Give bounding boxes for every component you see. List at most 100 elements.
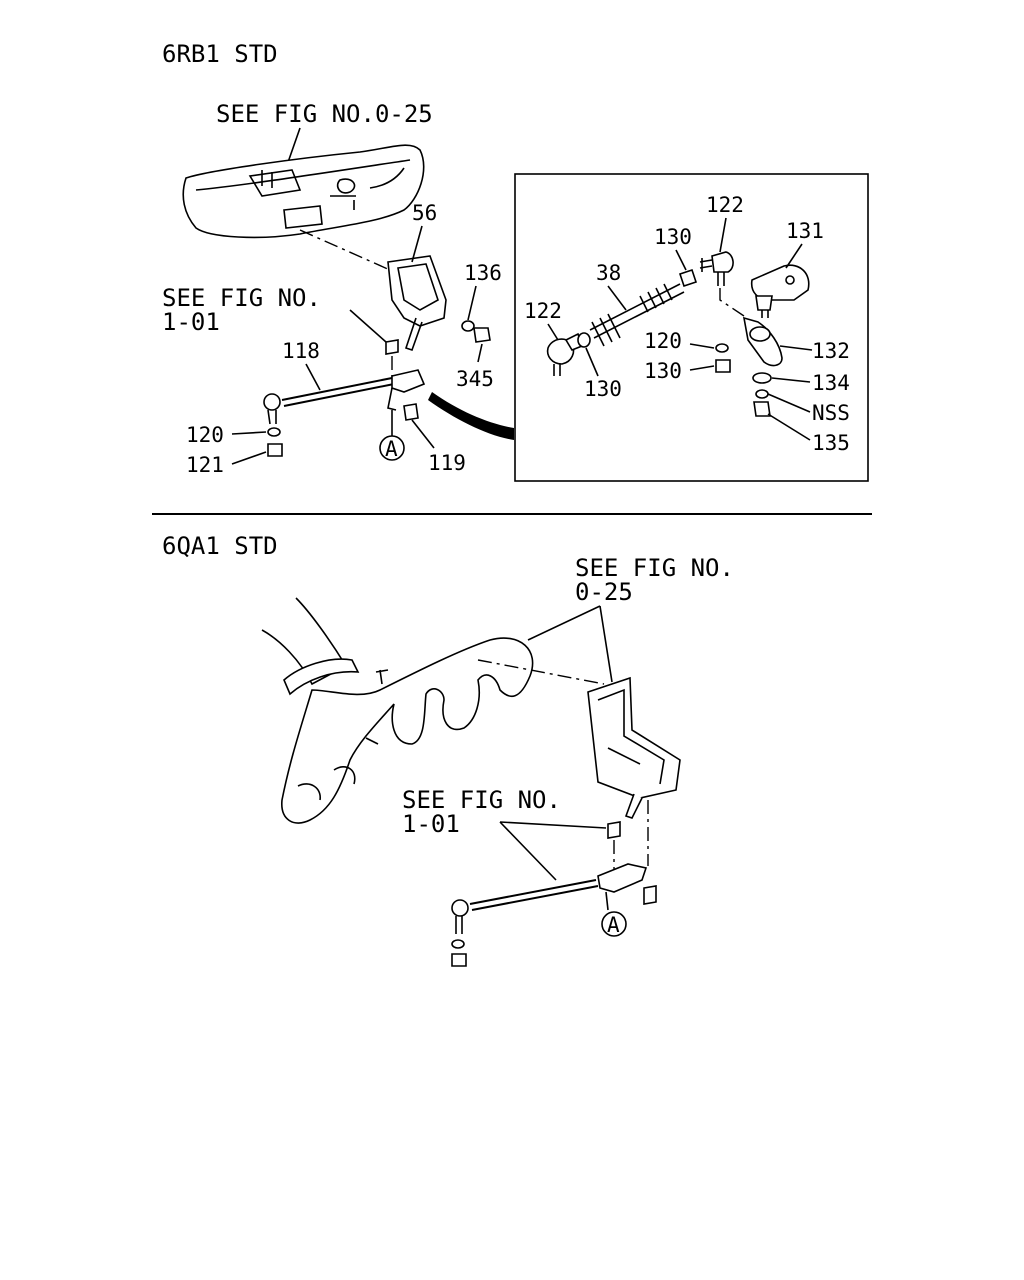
lever-131-hole bbox=[785, 275, 795, 285]
leader-121 bbox=[231, 451, 267, 465]
leader-see-fig-1-01-top bbox=[349, 309, 387, 343]
callout-56: 56 bbox=[412, 201, 437, 225]
ball-joint-122-left bbox=[546, 338, 575, 365]
leader-122-left bbox=[547, 323, 559, 341]
callout-121: 121 bbox=[186, 453, 224, 477]
lever-arm-bottom bbox=[605, 891, 609, 911]
leader-122-right bbox=[719, 217, 727, 253]
exhaust-manifold-bottom bbox=[261, 597, 534, 824]
leader-132 bbox=[779, 345, 813, 351]
callout-130-mid: 130 bbox=[584, 377, 622, 401]
callout-122-left: 122 bbox=[524, 299, 562, 323]
section-title-6qa1: 6QA1 STD bbox=[162, 532, 278, 560]
washer-nss bbox=[755, 389, 769, 399]
ref-see-fig-1-01-top-line2: 1-01 bbox=[162, 308, 220, 336]
nut-130-bottom bbox=[715, 359, 731, 373]
washer-bottom bbox=[451, 939, 465, 949]
bolt-lever-bottom bbox=[643, 885, 657, 905]
lever-plate-bottom bbox=[597, 863, 648, 893]
bracket-132-boss bbox=[749, 326, 771, 342]
nut-135 bbox=[753, 401, 771, 417]
callout-130-bottom: 130 bbox=[644, 359, 682, 383]
bolt-top bbox=[385, 339, 399, 355]
callout-nss: NSS bbox=[812, 401, 850, 425]
leader-118 bbox=[305, 363, 321, 391]
lever-131 bbox=[750, 264, 810, 301]
washer-120-detail bbox=[715, 343, 729, 353]
bolt-119 bbox=[403, 403, 419, 421]
leader-131 bbox=[785, 243, 803, 269]
washer-136 bbox=[461, 320, 475, 332]
detail-rod-38 bbox=[589, 283, 685, 347]
callout-132: 132 bbox=[812, 339, 850, 363]
lever-131-ball bbox=[755, 295, 773, 311]
section-title-6rb1: 6RB1 STD bbox=[162, 40, 278, 68]
callout-130-top: 130 bbox=[654, 225, 692, 249]
ball-joint-118 bbox=[263, 393, 281, 411]
ball-joint-bottom bbox=[451, 899, 469, 917]
callout-134: 134 bbox=[812, 371, 850, 395]
ball-joint-122-right bbox=[711, 251, 734, 273]
leader-38 bbox=[607, 285, 627, 311]
ref-see-fig-0-25-top: SEE FIG NO.0-25 bbox=[216, 100, 433, 128]
leader-130-mid bbox=[585, 347, 599, 377]
ball-joint-122-right-stud bbox=[717, 272, 725, 286]
callout-345: 345 bbox=[456, 367, 494, 391]
rod-bottom bbox=[469, 879, 599, 911]
stud-118 bbox=[267, 409, 277, 425]
lever-plate-top bbox=[391, 369, 426, 393]
leader-120-top bbox=[231, 431, 267, 435]
ball-joint-122-left-stud bbox=[553, 364, 561, 376]
callout-120-top: 120 bbox=[186, 423, 224, 447]
leader-nss bbox=[767, 393, 811, 413]
marker-a-bottom bbox=[601, 911, 627, 937]
callout-118: 118 bbox=[282, 339, 320, 363]
marker-a-bottom-text: A bbox=[607, 913, 620, 937]
bracket-bottom bbox=[587, 676, 681, 819]
callout-122-right: 122 bbox=[706, 193, 744, 217]
nut-121 bbox=[267, 443, 283, 457]
callout-38: 38 bbox=[596, 261, 621, 285]
nut-130-top bbox=[678, 268, 698, 288]
ref-see-fig-1-01-bottom-line2: 1-01 bbox=[402, 810, 460, 838]
centerline-detail bbox=[719, 288, 745, 317]
lever-131-stud bbox=[761, 310, 769, 318]
leader-130-bottom bbox=[689, 365, 715, 371]
leader-119 bbox=[411, 419, 435, 449]
marker-a-top-text: A bbox=[385, 437, 398, 461]
leader-135 bbox=[767, 413, 811, 441]
leader-see-fig-1-01-bottom bbox=[499, 821, 607, 881]
detail-connector bbox=[428, 392, 514, 440]
ref-see-fig-0-25-bottom-line1: SEE FIG NO. bbox=[575, 554, 734, 582]
nut-bottom bbox=[451, 953, 467, 967]
callout-120-detail: 120 bbox=[644, 329, 682, 353]
leader-56 bbox=[411, 225, 423, 263]
leader-136 bbox=[467, 285, 477, 321]
callout-136: 136 bbox=[464, 261, 502, 285]
ball-joint-122-right-thread bbox=[699, 258, 713, 272]
callout-131: 131 bbox=[786, 219, 824, 243]
leader-345 bbox=[477, 343, 483, 363]
leader-120-detail bbox=[689, 343, 715, 349]
centerline-bracket-bottom bbox=[477, 659, 605, 685]
callout-135: 135 bbox=[812, 431, 850, 455]
ref-see-fig-1-01-top-line1: SEE FIG NO. bbox=[162, 284, 321, 312]
bracket-132 bbox=[742, 316, 783, 367]
nut-130-mid bbox=[577, 332, 591, 348]
leader-134 bbox=[771, 377, 811, 383]
exhaust-manifold-top bbox=[182, 144, 425, 239]
leader-130-top bbox=[675, 249, 687, 271]
bracket-56 bbox=[387, 255, 447, 352]
ref-see-fig-0-25-bottom-line2: 0-25 bbox=[575, 578, 633, 606]
washer-134 bbox=[752, 372, 772, 384]
rod-118 bbox=[281, 377, 395, 407]
bolt-bottom bbox=[607, 821, 621, 839]
detail-box bbox=[514, 173, 869, 482]
leader-see-fig-0-25-bottom bbox=[527, 605, 613, 683]
callout-119: 119 bbox=[428, 451, 466, 475]
washer-120-top bbox=[267, 427, 281, 437]
ball-joint-bottom-stud bbox=[455, 916, 463, 934]
ref-see-fig-1-01-bottom-line1: SEE FIG NO. bbox=[402, 786, 561, 814]
